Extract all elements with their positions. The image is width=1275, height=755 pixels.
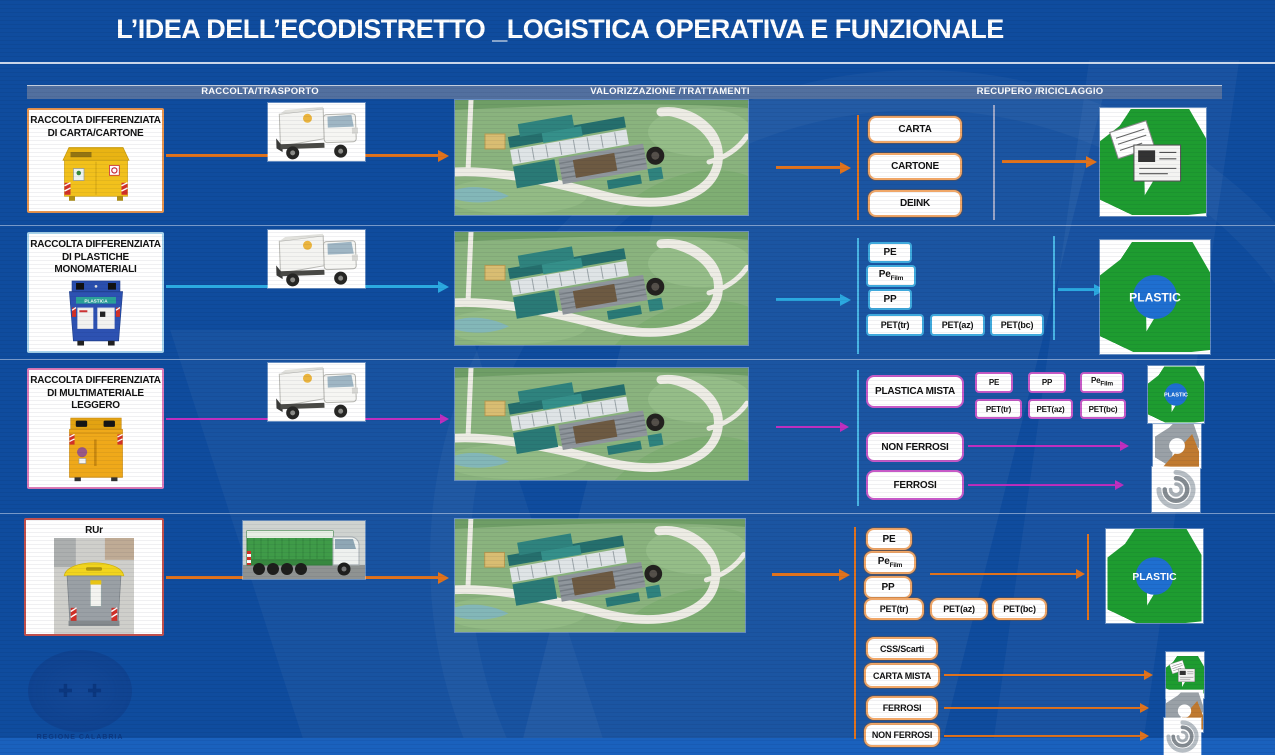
flow-arrow-to-recycling [1058,284,1105,296]
seal-label: REGIONE CALABRIA [36,734,124,741]
output-pet-az: PET(az) [930,598,988,620]
connector-line [1087,534,1089,620]
output-plastica-mista: PLASTICA MISTA [866,375,964,408]
output-pet-tr: PET(tr) [864,598,924,620]
bottom-strip [0,738,1275,755]
output-non-ferrosi: NON FERROSI [864,723,940,747]
output-ferrosi: FERROSI [866,470,964,500]
plastica-bin-image: PLASTICA [55,276,136,351]
lorry-truck-image [243,521,365,579]
output-pp: PP [1028,372,1066,393]
source-box-multimateriale-leggero: RACCOLTA DIFFERENZIATA DI MULTIMATERIALE… [27,368,164,489]
plastic-recycling-icon: PLASTIC [1100,240,1210,354]
output-pet-bc: PET(bc) [1080,399,1126,419]
aluminum-recycling-icon [1153,424,1201,468]
connector-line [854,527,856,739]
svg-text:PLASTIC: PLASTIC [1129,290,1181,304]
output-pet-az: PET(az) [930,314,985,336]
connector-line [857,370,859,506]
title-divider [0,62,1275,64]
treatment-plant-image [455,519,745,632]
cross-icon: ✚ [87,680,103,701]
connector-line [857,115,859,220]
rur-bin-image [48,538,140,634]
output-cartone: CARTONE [868,153,962,180]
seal-oval: ✚ ✚ [28,650,132,732]
plastic-recycling-icon: PLASTIC [1106,529,1203,623]
flow-arrow-to-recycling [968,480,1124,490]
steel-recycling-icon [1164,718,1201,755]
svg-text:PLASTICA: PLASTICA [84,298,108,303]
steel-recycling-icon [1152,467,1200,512]
output-non-ferrosi: NON FERROSI [866,432,964,462]
carta-bin-image [41,140,151,206]
column-header-band [27,85,1222,99]
treatment-plant-image [455,368,748,480]
multimateriale-bin-image [46,413,146,488]
output-pe: PE [868,242,912,263]
output-pe: PE [866,528,912,550]
flow-arrow-to-recycling [1002,156,1097,168]
output-css-scarti: CSS/Scarti [866,637,938,660]
output-pe: PE [975,372,1013,393]
source-label: RACCOLTA DIFFERENZIATA DI CARTA/CARTONE [30,115,161,139]
column-header-raccolta: RACCOLTA/TRASPORTO [201,86,319,97]
flow-arrow-to-recycling [944,731,1149,741]
source-label: RUr [85,525,103,536]
flow-arrow-to-outputs [776,422,849,432]
output-pet-tr: PET(tr) [866,314,924,336]
treatment-plant-image [455,232,748,345]
row-divider [0,225,1275,226]
connector-line [993,105,995,220]
column-header-valorizzazione: VALORIZZAZIONE /TRATTAMENTI [590,86,750,97]
flow-arrow-to-recycling [944,670,1153,680]
flow-arrow-to-recycling [930,569,1085,579]
flow-arrow-to-outputs [776,294,851,306]
flow-arrow-to-outputs [776,162,851,174]
connector-line [1053,236,1055,340]
compactor-truck-image [268,103,365,161]
page-title: L’IDEA DELL’ECODISTRETTO _LOGISTICA OPER… [116,14,1004,44]
output-pe-film: PeFilm [864,551,916,574]
flow-arrow-to-recycling [968,441,1129,451]
output-pet-bc: PET(bc) [990,314,1044,336]
output-carta: CARTA [868,116,962,143]
source-label: RACCOLTA DIFFERENZIATA DI PLASTICHE MONO… [30,239,161,275]
output-pe-film: PeFilm [1080,372,1124,393]
plastic-recycling-icon: PLASTIC [1148,366,1204,423]
paper-recycling-icon [1100,108,1206,216]
svg-text:PLASTIC: PLASTIC [1164,393,1188,399]
row-divider [0,359,1275,360]
output-carta-mista: CARTA MISTA [864,663,940,688]
compactor-truck-image [268,363,365,421]
output-ferrosi: FERROSI [866,696,938,720]
source-box-rur: RUr [24,518,164,636]
output-deink: DEINK [868,190,962,217]
treatment-plant-image [455,100,748,215]
compactor-truck-image [268,230,365,288]
flow-arrow-to-outputs [772,569,850,581]
flow-arrow-to-recycling [944,703,1149,713]
output-pp: PP [868,289,912,310]
output-pet-bc: PET(bc) [992,598,1047,620]
source-box-carta-cartone: RACCOLTA DIFFERENZIATA DI CARTA/CARTONE [27,108,164,213]
output-pe-film: PeFilm [866,265,916,287]
cross-icon: ✚ [57,680,73,701]
output-pet-az: PET(az) [1028,399,1073,419]
output-pet-tr: PET(tr) [975,399,1022,419]
source-box-plastiche-monomateriali: RACCOLTA DIFFERENZIATA DI PLASTICHE MONO… [27,232,164,353]
source-label: RACCOLTA DIFFERENZIATA DI MULTIMATERIALE… [30,375,161,411]
output-pp: PP [864,576,912,599]
row-divider [0,513,1275,514]
regione-calabria-watermark: ✚ ✚ REGIONE CALABRIA [14,650,146,750]
connector-line [857,238,859,354]
svg-text:PLASTIC: PLASTIC [1132,572,1177,583]
column-header-recupero: RECUPERO /RICICLAGGIO [976,86,1104,97]
